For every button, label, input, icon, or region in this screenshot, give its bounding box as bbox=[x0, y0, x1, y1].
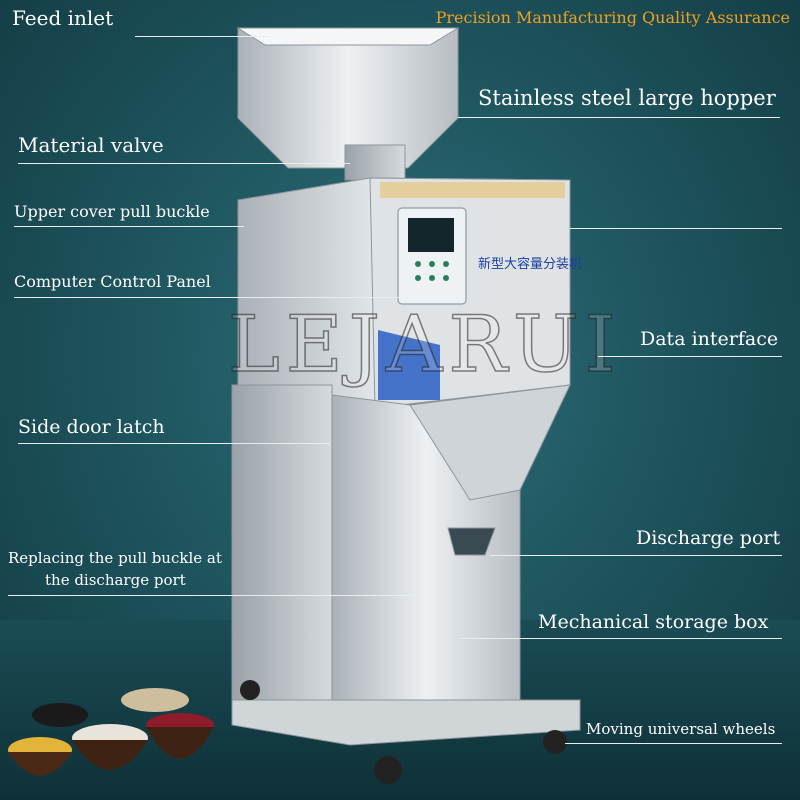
panel-screen bbox=[408, 218, 454, 252]
leader-line bbox=[18, 443, 330, 444]
leader-line bbox=[14, 297, 400, 298]
label-control-panel: Computer Control Panel bbox=[14, 272, 211, 291]
header-note: Precision Manufacturing Quality Assuranc… bbox=[435, 8, 790, 27]
label-feed-inlet: Feed inlet bbox=[12, 6, 114, 30]
label-pull-buckle-2: the discharge port bbox=[45, 571, 186, 589]
discharge-port bbox=[447, 527, 496, 556]
leader-line bbox=[490, 555, 782, 556]
leader-line bbox=[570, 228, 782, 229]
panel-brand: 新型大容量分装机 bbox=[478, 256, 582, 272]
discharge-funnel bbox=[409, 384, 571, 501]
wheel-icon bbox=[543, 730, 567, 754]
leader-line bbox=[458, 117, 780, 118]
lower-body bbox=[231, 384, 333, 701]
label-storage-box: Mechanical storage box bbox=[538, 611, 769, 633]
material-valve bbox=[344, 144, 406, 181]
leader-line bbox=[14, 226, 244, 227]
grain-bowls bbox=[8, 688, 214, 776]
leader-line bbox=[8, 595, 428, 596]
label-side-door-latch: Side door latch bbox=[18, 416, 165, 438]
watermark: LEJARUI bbox=[227, 299, 622, 391]
leader-line bbox=[460, 638, 782, 639]
label-hopper: Stainless steel large hopper bbox=[478, 86, 776, 110]
leader-line bbox=[598, 356, 782, 357]
base-plate bbox=[231, 699, 581, 746]
label-cover-buckle: Upper cover pull buckle bbox=[14, 202, 210, 221]
wheel-icon bbox=[240, 680, 260, 700]
leader-line bbox=[565, 743, 782, 744]
label-discharge-port: Discharge port bbox=[636, 527, 781, 549]
label-material-valve: Material valve bbox=[18, 133, 164, 157]
label-data-interface: Data interface bbox=[640, 328, 779, 350]
wheel-icon bbox=[374, 756, 402, 784]
label-pull-buckle-1: Replacing the pull buckle at bbox=[8, 549, 222, 567]
label-wheels: Moving universal wheels bbox=[586, 720, 776, 738]
leader-line bbox=[18, 163, 350, 164]
leader-line bbox=[135, 36, 270, 37]
